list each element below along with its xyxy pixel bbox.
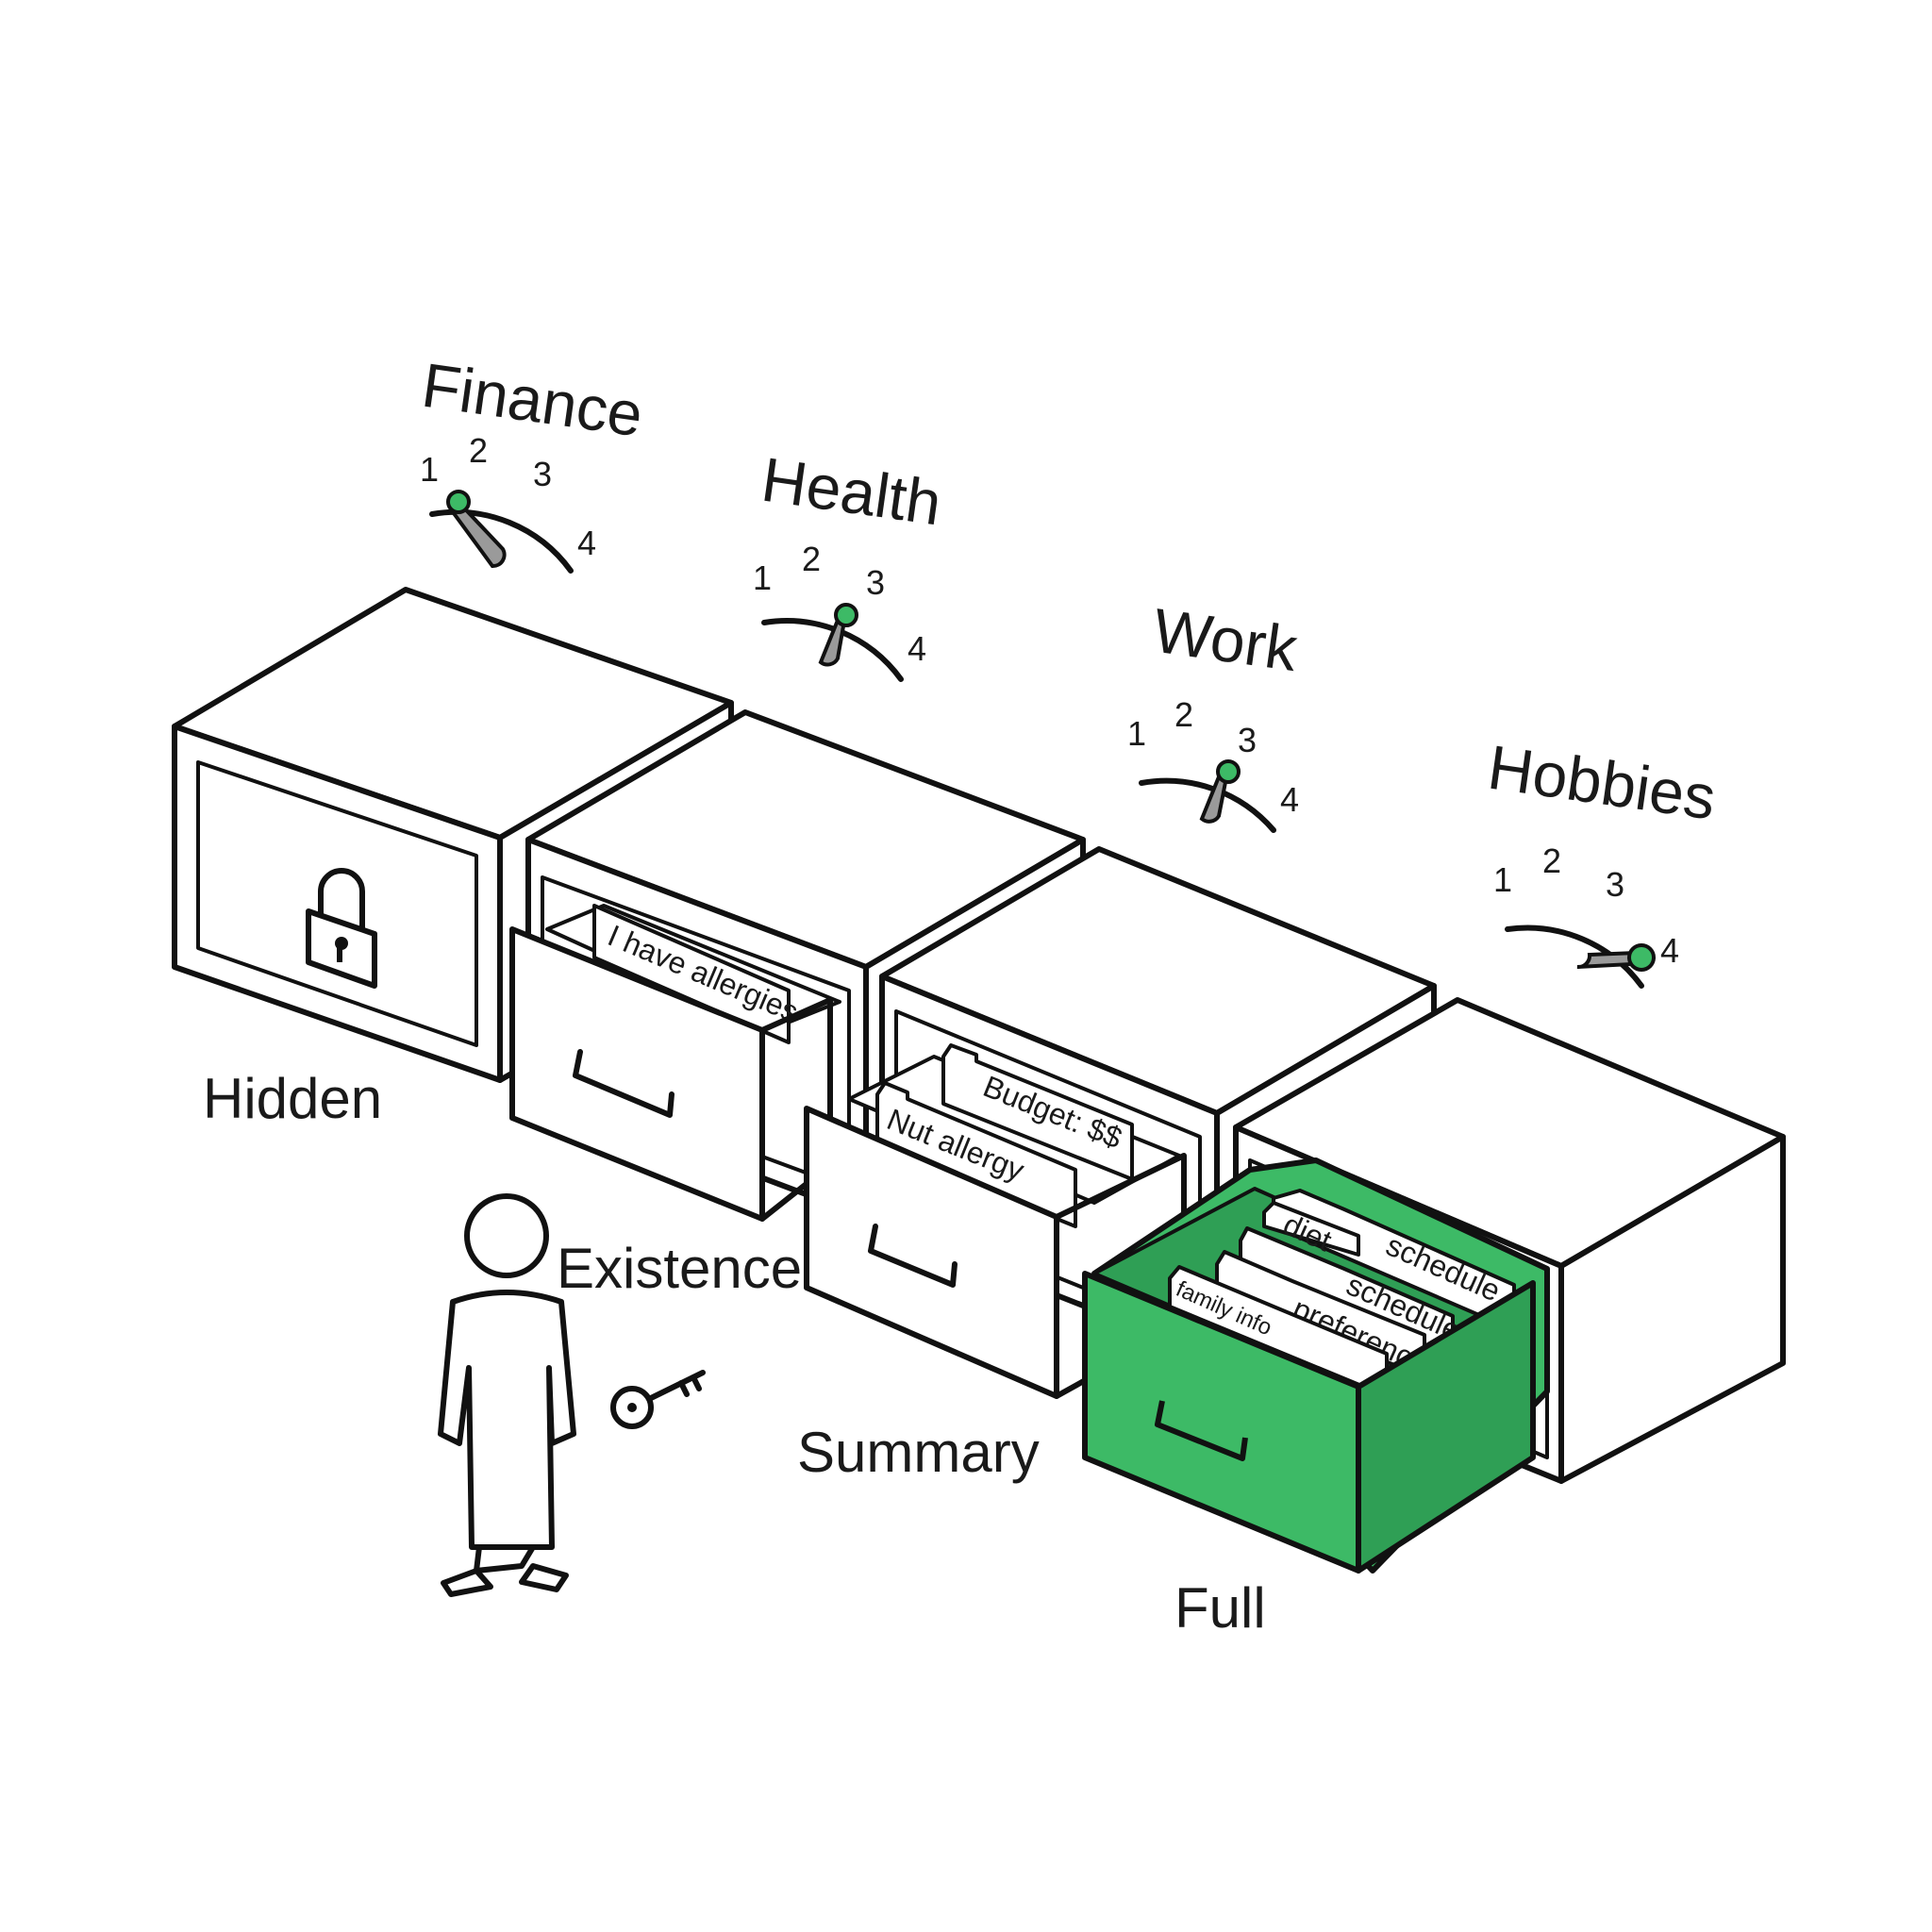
dial-scale-1: 1 <box>753 558 772 597</box>
dial-label-health: Health <box>758 444 945 539</box>
dial-pointer-dot <box>1216 759 1241 784</box>
level-label-hidden: Hidden <box>203 1067 382 1130</box>
drawer-handle <box>1155 1400 1248 1461</box>
dial-scale-3: 3 <box>866 563 885 602</box>
dial-label-hobbies: Hobbies <box>1484 732 1720 833</box>
dial-scale-3: 3 <box>1606 865 1624 904</box>
dial-pointer-dot <box>1627 943 1656 972</box>
dial-scale-4: 4 <box>1280 780 1299 819</box>
dial-scale-1: 1 <box>1493 860 1512 899</box>
dial-scale-4: 4 <box>908 629 926 668</box>
dial-health: 1 2 3 4 <box>753 540 926 682</box>
cabinet-full: schedule diet schedule preferences famil… <box>1082 997 1786 1574</box>
dial-scale-3: 3 <box>533 455 552 493</box>
dial-needle <box>1199 772 1229 824</box>
person-icon <box>438 1193 576 1597</box>
dial-scale-2: 2 <box>802 540 821 578</box>
dial-pointer-dot <box>446 490 471 514</box>
dial-pointer-dot <box>834 603 858 627</box>
key-icon <box>610 1370 706 1429</box>
dial-work: 1 2 3 4 <box>1127 695 1299 833</box>
dial-scale-1: 1 <box>1127 714 1146 753</box>
dial-scale-2: 2 <box>469 431 488 470</box>
dial-hobbies: 1 2 3 4 <box>1493 841 1679 989</box>
padlock-icon <box>306 868 377 989</box>
dial-label-finance: Finance <box>418 350 647 450</box>
dial-scale-3: 3 <box>1238 721 1257 759</box>
dial-needle <box>1576 950 1641 970</box>
dial-scale-4: 4 <box>1660 931 1679 970</box>
dial-finance: 1 2 3 4 <box>420 431 596 574</box>
dial-needle <box>818 615 847 667</box>
level-label-summary: Summary <box>797 1421 1040 1484</box>
drawer-handle <box>573 1049 675 1118</box>
dial-scale-4: 4 <box>577 524 596 562</box>
level-label-existence: Existence <box>557 1237 802 1300</box>
dial-needle <box>448 496 507 568</box>
level-label-full: Full <box>1174 1576 1266 1640</box>
drawer-handle <box>868 1224 958 1288</box>
dial-scale-2: 2 <box>1542 841 1561 880</box>
dial-label-work: Work <box>1149 595 1303 685</box>
dial-scale-1: 1 <box>420 450 439 489</box>
dial-scale-2: 2 <box>1174 695 1193 734</box>
